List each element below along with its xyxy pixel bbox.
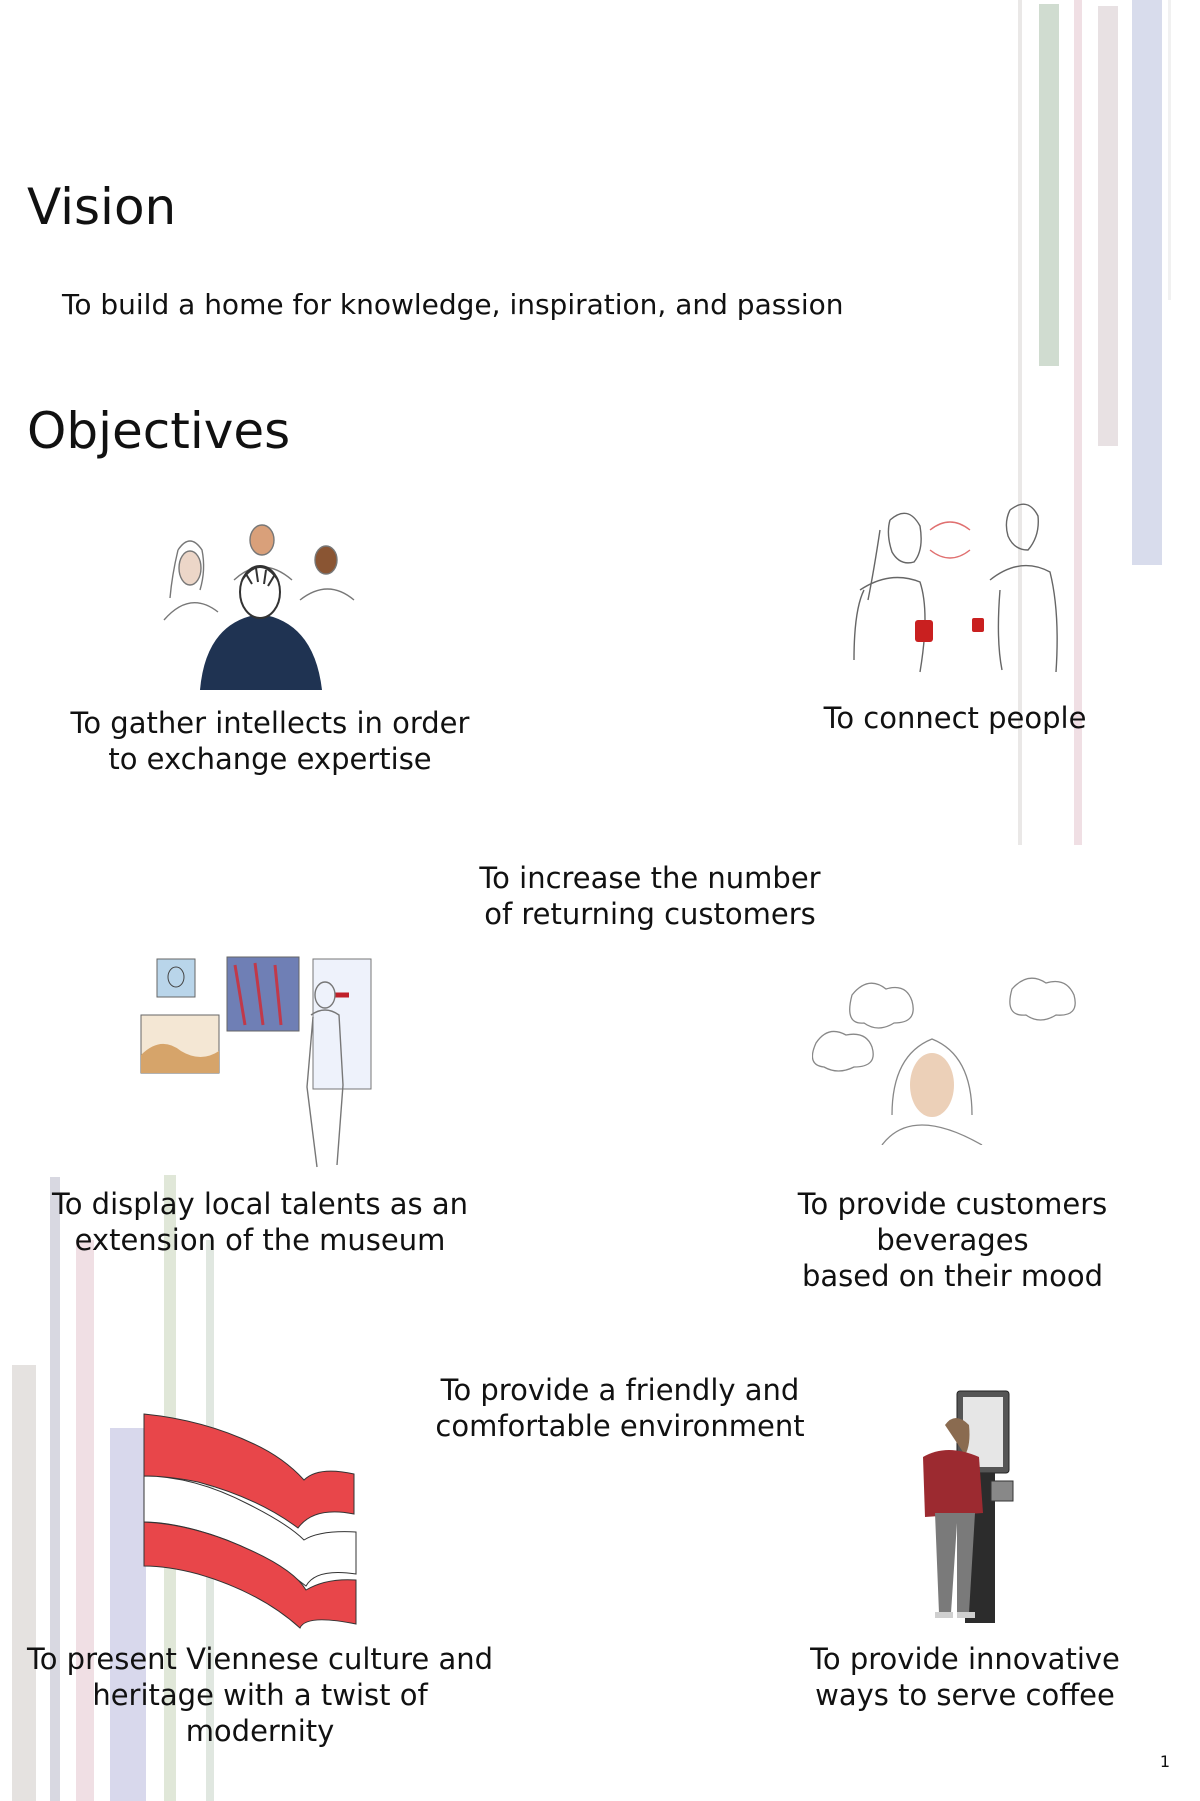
people-connecting-illustration: [853, 503, 1058, 673]
objective-line: To provide customers beverages: [797, 1187, 1108, 1257]
objective-line: comfortable environment: [435, 1409, 805, 1443]
objective-returning-customers: To increase the number of returning cust…: [460, 860, 840, 932]
vision-statement: To build a home for knowledge, inspirati…: [62, 288, 844, 321]
objectives-heading: Objectives: [27, 402, 291, 460]
objective-line: based on their mood: [801, 1259, 1104, 1293]
objective-display-talents: To display local talents as an extension…: [50, 1186, 470, 1258]
decor-bar: [1168, 0, 1171, 300]
objective-innovative-coffee: To provide innovative ways to serve coff…: [790, 1641, 1140, 1713]
decor-bar: [12, 1365, 36, 1801]
objective-line: To gather intellects in order: [70, 706, 470, 740]
decor-bar: [1074, 0, 1082, 845]
objective-gather-intellects: To gather intellects in order to exchang…: [60, 705, 480, 777]
objective-line: of returning customers: [484, 897, 816, 931]
objective-line: ways to serve coffee: [815, 1678, 1115, 1712]
decor-bar: [110, 1428, 146, 1801]
decor-bar: [1098, 6, 1118, 446]
objective-line: To increase the number: [479, 861, 821, 895]
objective-connect-people: To connect people: [795, 700, 1115, 736]
page-number: 1: [1159, 1752, 1170, 1771]
objective-mood-beverages: To provide customers beverages based on …: [725, 1186, 1180, 1294]
decor-bar: [1132, 0, 1162, 565]
objective-line: heritage with a twist of modernity: [92, 1678, 428, 1748]
objective-line: To present Viennese culture and: [26, 1642, 494, 1676]
objective-line: To provide a friendly and: [440, 1373, 800, 1407]
art-gallery-illustration: [140, 956, 372, 1168]
decor-bar: [1018, 0, 1022, 845]
objective-line: to exchange expertise: [108, 742, 432, 776]
objective-line: extension of the museum: [74, 1223, 446, 1257]
mood-thinking-illustration: [812, 977, 1076, 1145]
objective-line: To provide innovative: [810, 1642, 1120, 1676]
objective-viennese-culture: To present Viennese culture and heritage…: [25, 1641, 495, 1749]
decor-bar: [50, 1177, 60, 1801]
objective-line: To connect people: [823, 701, 1087, 735]
decor-bar: [1039, 4, 1059, 366]
objective-friendly-environment: To provide a friendly and comfortable en…: [430, 1372, 810, 1444]
coffee-kiosk-illustration: [923, 1390, 1014, 1623]
vision-heading: Vision: [27, 178, 177, 236]
decor-bar: [76, 1240, 94, 1801]
objective-line: To display local talents as an: [51, 1187, 469, 1221]
people-gathering-illustration: [163, 524, 355, 690]
austrian-flag-illustration: [143, 1413, 357, 1629]
